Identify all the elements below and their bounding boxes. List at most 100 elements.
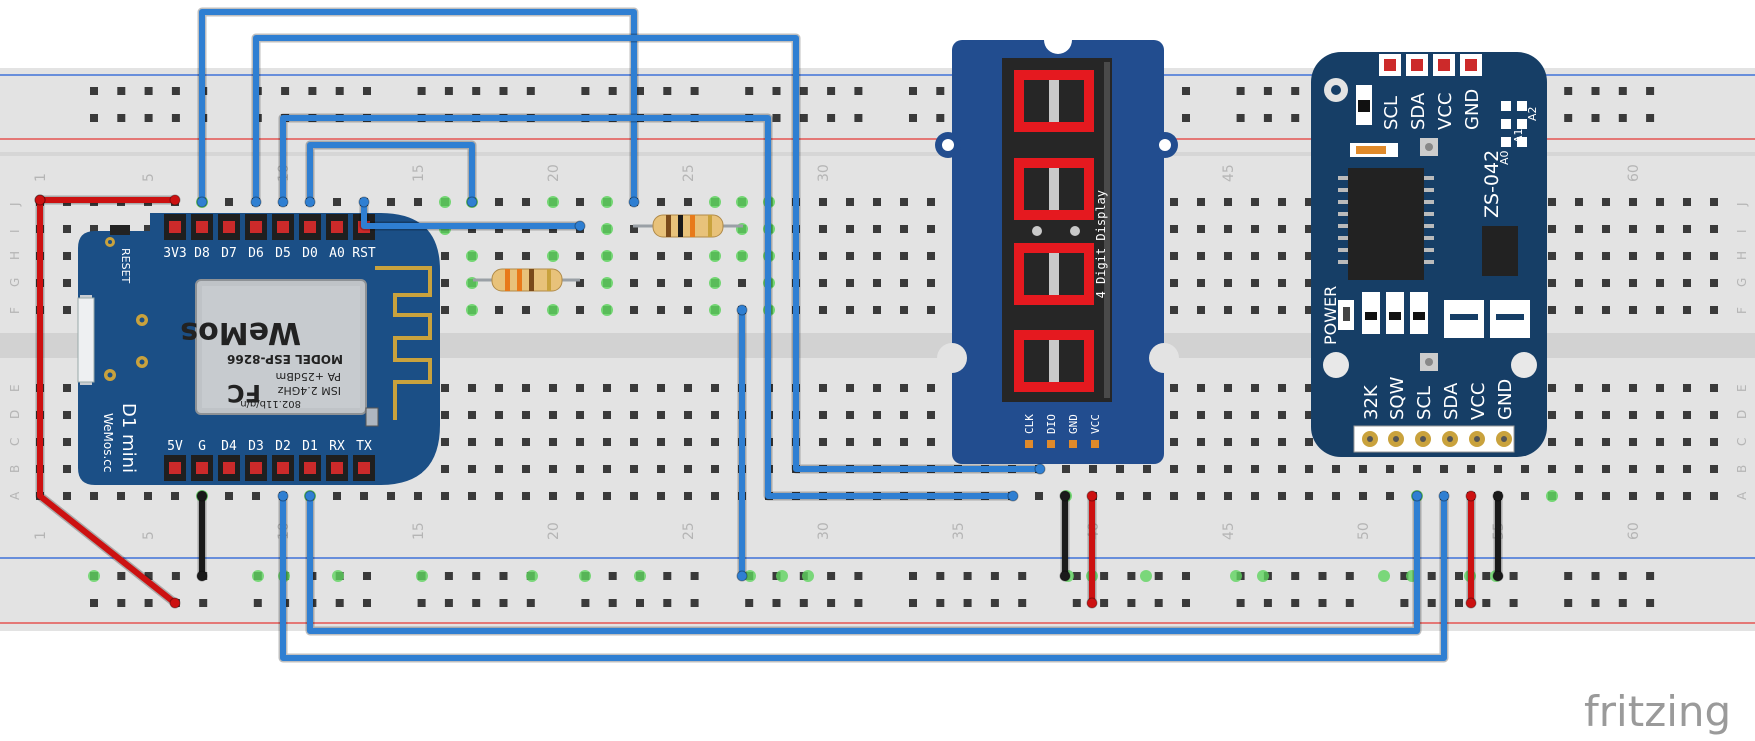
wemos-header-pad bbox=[223, 221, 235, 233]
connected-hole bbox=[634, 570, 646, 582]
column-number: 30 bbox=[816, 522, 832, 540]
display-pin-label: VCC bbox=[1089, 414, 1102, 434]
connected-hole bbox=[736, 250, 748, 262]
display-title: 4 Digit Display bbox=[1094, 190, 1108, 298]
wemos-header-pad bbox=[196, 221, 208, 233]
wemos-top-pin-label: D0 bbox=[302, 246, 318, 261]
rtc-address-label: A0 bbox=[1498, 150, 1511, 165]
wemos-header-pad bbox=[277, 221, 289, 233]
rtc-top-pin-label: VCC bbox=[1435, 93, 1456, 130]
row-letter: D bbox=[1735, 410, 1749, 419]
row-letter: B bbox=[1735, 465, 1749, 473]
connected-hole bbox=[1230, 570, 1242, 582]
wires bbox=[34, 7, 1504, 663]
chip-pin bbox=[1424, 188, 1434, 192]
connected-hole bbox=[466, 304, 478, 316]
connected-hole bbox=[601, 196, 613, 208]
segment bbox=[1054, 210, 1094, 220]
wemos-bottom-pin-label: G bbox=[198, 439, 206, 454]
wire-d5-end bbox=[1007, 490, 1019, 502]
segment bbox=[1014, 243, 1054, 253]
digit bbox=[1014, 158, 1094, 220]
chip-pin bbox=[1424, 212, 1434, 216]
wire-gnd-end bbox=[196, 570, 208, 582]
wemos-board-name: D1 mini bbox=[118, 403, 139, 473]
wemos-bottom-pin-label: TX bbox=[356, 439, 372, 454]
chip-pin bbox=[1424, 248, 1434, 252]
rtc-bottom-pin-hole bbox=[1420, 436, 1426, 442]
wemos-top-pin-label: 3V3 bbox=[163, 246, 186, 261]
wemos-header-pad bbox=[304, 221, 316, 233]
display-pin-label: CLK bbox=[1023, 414, 1036, 434]
wire-rst-end bbox=[358, 196, 370, 208]
wemos-top-pin-label: D7 bbox=[221, 246, 237, 261]
rtc-bottom-pin-hole bbox=[1447, 436, 1453, 442]
wemos-top-pin-label: A0 bbox=[329, 246, 345, 261]
address-pad bbox=[1501, 119, 1511, 129]
wire-d6-end bbox=[250, 196, 262, 208]
segment bbox=[1014, 158, 1054, 168]
wemos-header-pad bbox=[250, 462, 262, 474]
segment bbox=[1054, 330, 1094, 340]
display-pin-label: GND bbox=[1067, 414, 1080, 434]
wire-rst bbox=[361, 199, 583, 229]
row-letter: E bbox=[1735, 384, 1749, 392]
row-letter: I bbox=[1735, 229, 1749, 233]
wemos-bottom-pin-label: 5V bbox=[167, 439, 183, 454]
column-number: 60 bbox=[1626, 522, 1642, 540]
address-pad bbox=[1501, 137, 1511, 147]
digit bbox=[1014, 70, 1094, 132]
rtc-header-pad bbox=[1411, 59, 1423, 71]
chip-pin bbox=[1424, 224, 1434, 228]
wemos-spec-line-1: ISM 2.4GHz bbox=[277, 384, 341, 397]
connected-hole bbox=[332, 570, 344, 582]
wire-d6 bbox=[253, 35, 1043, 472]
wire-d2-end bbox=[1438, 490, 1450, 502]
rtc-power-label: POWER bbox=[1321, 286, 1340, 345]
wemos-model: MODEL ESP-8266 bbox=[227, 352, 343, 366]
wemos-top-pin-label: D5 bbox=[275, 246, 291, 261]
segment bbox=[1054, 295, 1094, 305]
row-letter: J bbox=[8, 202, 22, 207]
segment bbox=[1014, 330, 1054, 340]
wire-res-rail-end bbox=[736, 304, 748, 316]
row-letter: E bbox=[8, 384, 22, 392]
wire-3v3-b bbox=[37, 197, 178, 606]
wire-d1-end bbox=[1411, 490, 1423, 502]
segment bbox=[1014, 382, 1054, 392]
wire-rtc-gnd-end bbox=[1492, 570, 1504, 582]
column-number: 30 bbox=[816, 164, 832, 182]
column-number: 35 bbox=[951, 522, 967, 540]
wemos-bottom-pin-label: D2 bbox=[275, 439, 291, 454]
wire-disp-gnd-end bbox=[1059, 490, 1071, 502]
wire-gnd-end bbox=[196, 490, 208, 502]
column-number: 5 bbox=[141, 173, 157, 182]
connected-hole bbox=[252, 570, 264, 582]
column-number: 45 bbox=[1221, 522, 1237, 540]
wire-d5-end bbox=[277, 196, 289, 208]
wemos-header-pad bbox=[223, 462, 235, 474]
chip-pin bbox=[1424, 176, 1434, 180]
address-pad bbox=[1517, 137, 1527, 147]
wemos-top-pin-label: D8 bbox=[194, 246, 210, 261]
wemos-bottom-pin-label: D1 bbox=[302, 439, 318, 454]
segment bbox=[1014, 70, 1024, 132]
wemos-header-pad bbox=[331, 221, 343, 233]
segment bbox=[1049, 330, 1059, 392]
row-letter: F bbox=[1735, 307, 1749, 314]
wire-d0-end bbox=[304, 196, 316, 208]
fritzing-watermark: fritzing bbox=[1584, 687, 1731, 736]
row-letter: B bbox=[8, 465, 22, 473]
column-number: 20 bbox=[546, 522, 562, 540]
wemos-header-pad bbox=[169, 462, 181, 474]
rtc-top-pin-label: SCL bbox=[1381, 96, 1402, 130]
connected-hole bbox=[416, 570, 428, 582]
row-letter: C bbox=[1735, 438, 1749, 446]
chip-pin bbox=[1424, 260, 1434, 264]
segment bbox=[1054, 382, 1094, 392]
wemos-top-pin-label: RST bbox=[352, 246, 376, 261]
chip-pin bbox=[1424, 236, 1434, 240]
chip-pin bbox=[1338, 248, 1348, 252]
connected-hole bbox=[466, 250, 478, 262]
